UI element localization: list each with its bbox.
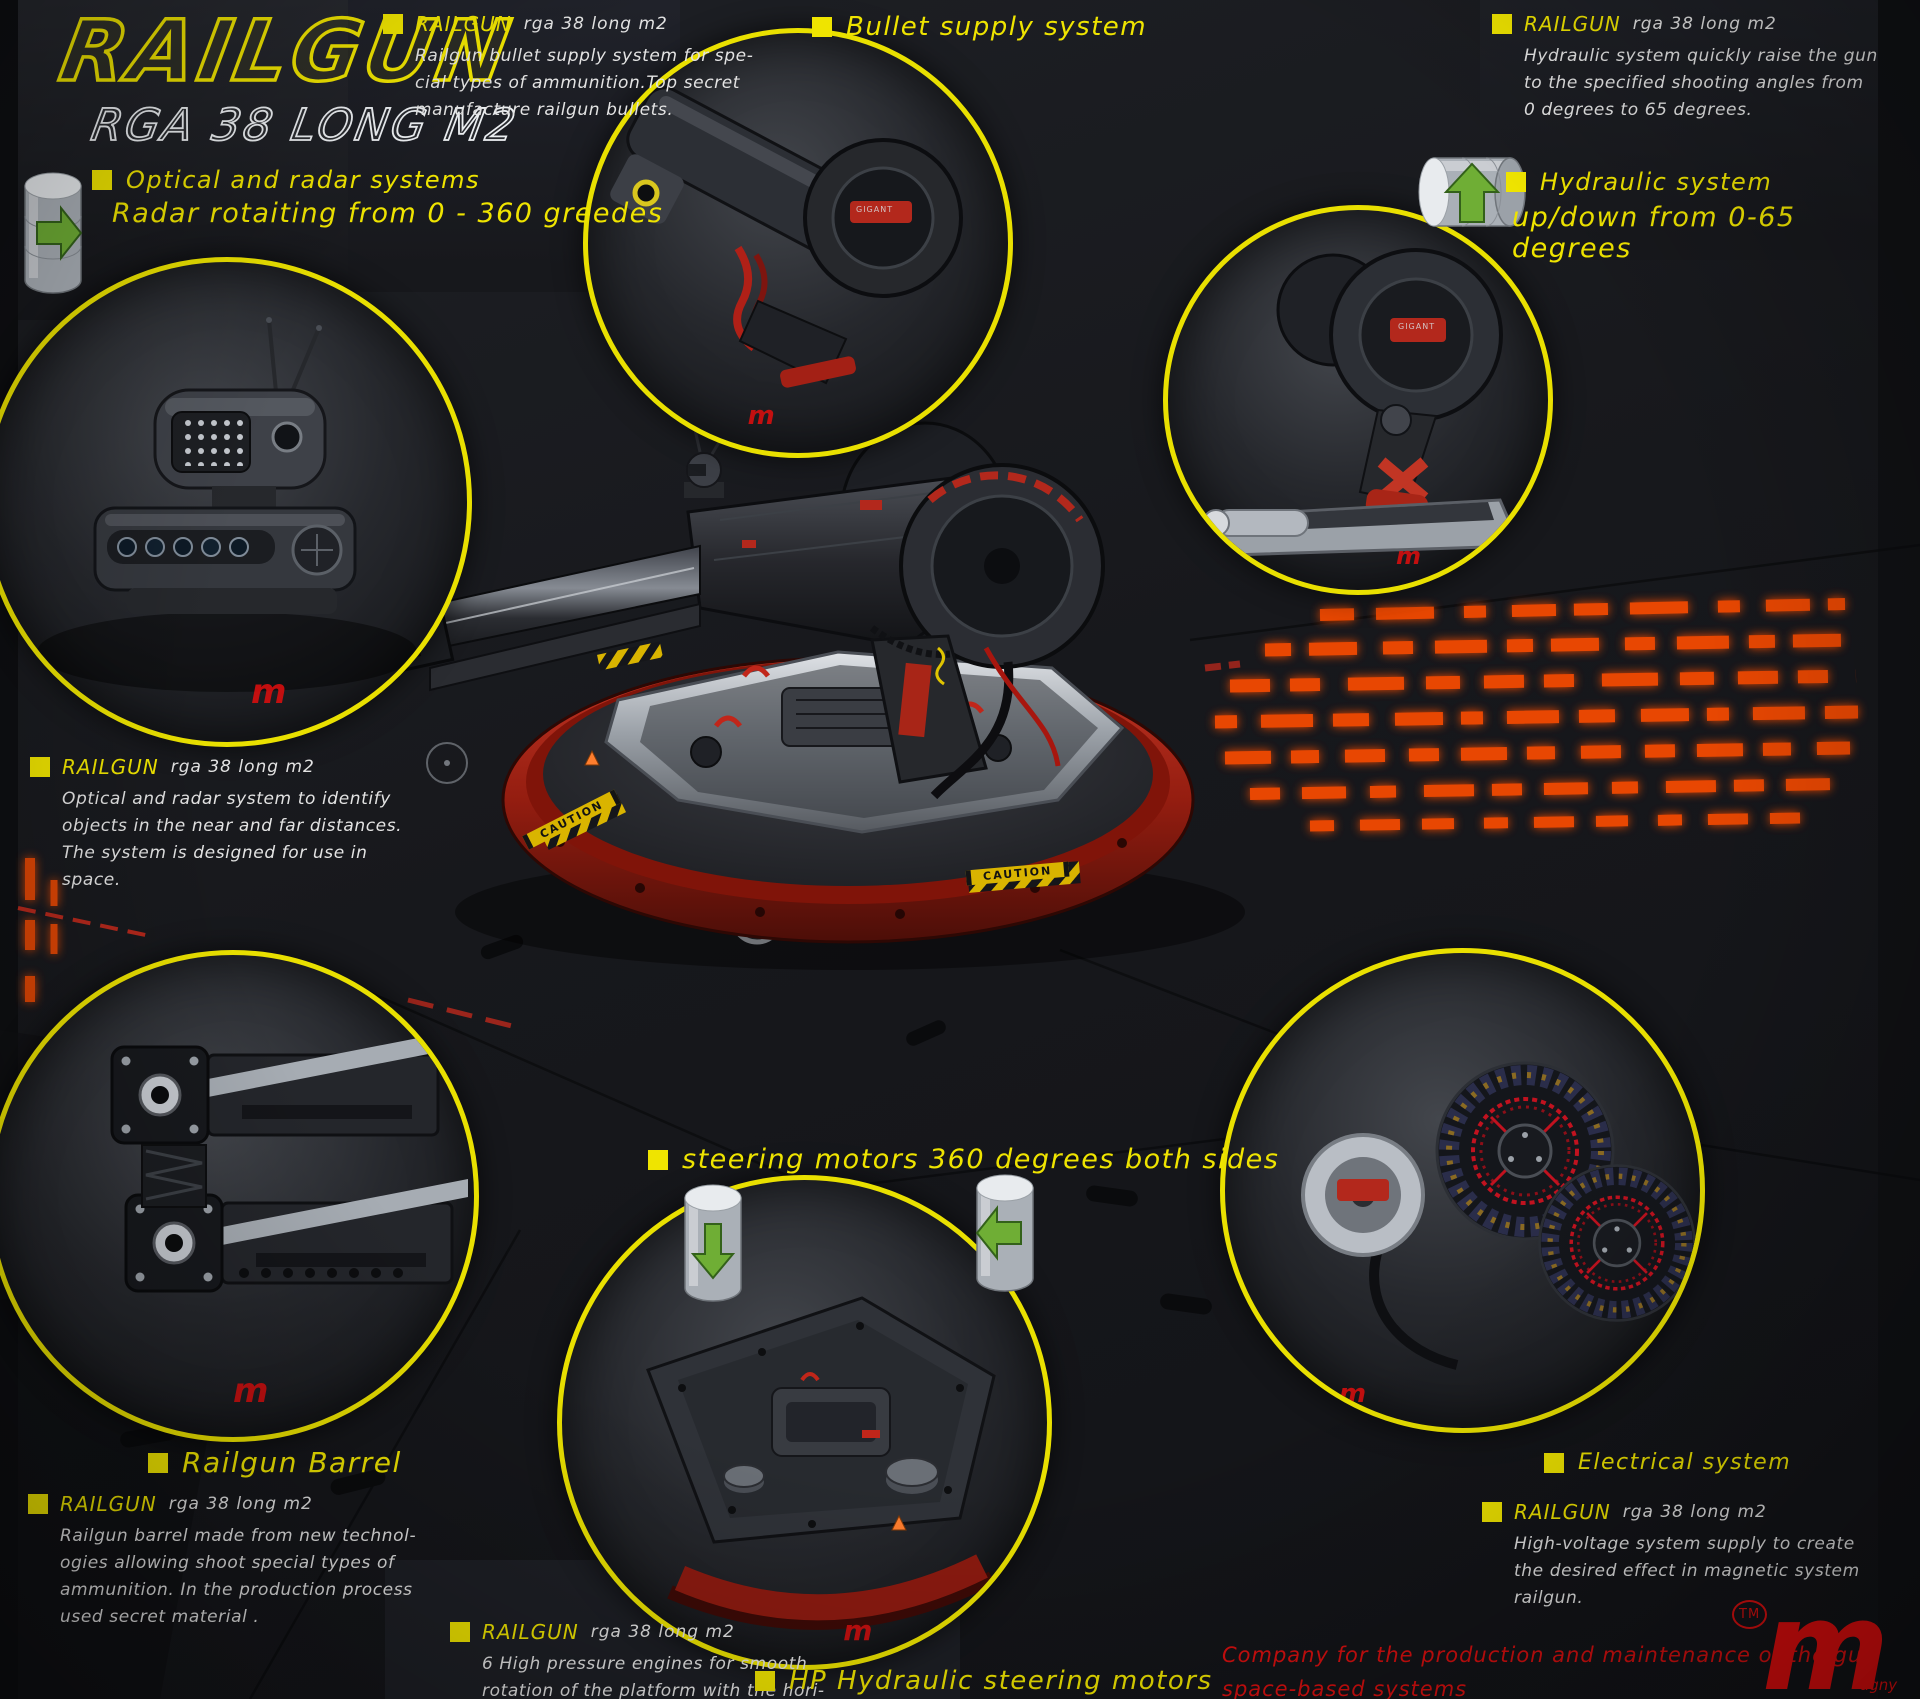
bullet-square-icon — [648, 1149, 668, 1170]
optical-render — [37, 317, 417, 692]
note-model: rga 38 long m2 — [1622, 1502, 1767, 1522]
note-body: 6 High pressure engines for smooth rotat… — [482, 1654, 825, 1699]
watermark-logo: m — [747, 400, 775, 431]
company-line1: Company for the production and maintenan… — [1222, 1643, 1877, 1667]
note-model: rga 38 long m2 — [168, 1494, 313, 1514]
circle-steering-motors: m — [557, 1175, 1052, 1670]
note-electrical: RAILGUN rga 38 long m2 High-voltage syst… — [1482, 1500, 1860, 1612]
note-brand: RAILGUN — [60, 1492, 157, 1516]
note-body: Hydraulic system quickly raise the gun t… — [1524, 46, 1878, 120]
watermark-logo: m — [843, 1613, 873, 1647]
cable-black — [930, 661, 1014, 800]
left-orange-dashes — [25, 858, 58, 1002]
gigant-label: GIGANT — [1398, 322, 1436, 331]
bullet-square-icon — [1492, 14, 1512, 34]
caption-optical-sub: Radar rotaiting from 0 - 360 greedes — [112, 198, 664, 229]
caption-label: Optical and radar systems — [126, 166, 480, 194]
logo-letter: m — [1762, 1576, 1890, 1699]
bullet-square-icon — [30, 757, 50, 777]
bullet-square-icon — [28, 1494, 48, 1514]
note-hydraulic: RAILGUN rga 38 long m2 Hydraulic system … — [1492, 12, 1878, 124]
cable-red — [983, 646, 1061, 767]
note-model: rga 38 long m2 — [523, 14, 668, 34]
right-edge-strip — [1878, 0, 1920, 1699]
caption-label: Hydraulic system — [1540, 168, 1773, 196]
circle-optical-radar: m — [0, 257, 472, 747]
steering-render — [646, 1296, 996, 1630]
database-cylinder-arrow-right-icon — [24, 172, 83, 294]
bullet-supply-render — [610, 86, 963, 388]
note-brand: RAILGUN — [62, 755, 159, 779]
caption-hydraulic: Hydraulic system — [1506, 168, 1772, 196]
note-steering-motors: RAILGUN rga 38 long m2 6 High pressure e… — [450, 1620, 825, 1699]
gigant-label: GIGANT — [856, 205, 894, 214]
circle-electrical: m — [1220, 948, 1705, 1433]
bullet-square-icon — [383, 14, 403, 34]
caption-label: HP Hydraulic steering motors — [789, 1666, 1213, 1696]
brand-logo: TM m agny — [1732, 1586, 1902, 1699]
circle-hydraulic: GIGANT m — [1163, 205, 1553, 595]
bullet-square-icon — [450, 1622, 470, 1642]
bullet-square-icon — [1482, 1502, 1502, 1522]
caption-bullet-supply: Bullet supply system — [812, 12, 1147, 42]
caption-hp-hydraulic: HP Hydraulic steering motors — [755, 1666, 1213, 1696]
barrel-render — [110, 1031, 474, 1437]
watermark-logo: m — [251, 671, 287, 712]
caption-railgun-barrel: Railgun Barrel — [148, 1446, 402, 1479]
note-railgun-barrel: RAILGUN rga 38 long m2 Railgun barrel ma… — [28, 1492, 416, 1631]
watermark-logo: m — [1396, 542, 1422, 571]
circle-railgun-barrel: m — [0, 950, 479, 1442]
company-line2: space-based systems — [1222, 1677, 1468, 1699]
note-brand: RAILGUN — [482, 1620, 579, 1644]
bullet-square-icon — [1506, 172, 1526, 192]
caption-label: Electrical system — [1578, 1450, 1792, 1475]
note-brand: RAILGUN — [415, 12, 512, 36]
note-body: Railgun barrel made from new technol- og… — [60, 1526, 417, 1627]
caption-hydraulic-sub: up/down from 0-65 degrees — [1512, 202, 1796, 264]
watermark-logo: m — [1339, 1378, 1367, 1409]
caption-electrical: Electrical system — [1544, 1450, 1791, 1475]
note-bullet-supply: RAILGUN rga 38 long m2 Railgun bullet su… — [383, 12, 753, 124]
caption-steering-motors: steering motors 360 degrees both sides — [648, 1144, 1279, 1175]
caption-label: Bullet supply system — [846, 12, 1148, 42]
logo-suffix: agny — [1860, 1676, 1898, 1694]
top-right-panel — [1480, 0, 1878, 260]
bullet-square-icon — [92, 170, 112, 190]
caption-optical-radar: Optical and radar systems — [92, 166, 480, 194]
bullet-square-icon — [755, 1671, 775, 1691]
gun-support — [870, 634, 988, 784]
caption-label: Railgun Barrel — [182, 1446, 402, 1479]
red-floor-marks — [17, 660, 1241, 1031]
database-cylinder-arrow-left-icon — [975, 1174, 1034, 1292]
note-model: rga 38 long m2 — [170, 757, 315, 777]
note-brand: RAILGUN — [1514, 1500, 1611, 1524]
note-model: rga 38 long m2 — [1632, 14, 1777, 34]
note-body: Optical and radar system to identify obj… — [62, 789, 403, 890]
note-body: High-voltage system supply to create the… — [1514, 1534, 1860, 1608]
electrical-render — [1225, 953, 1700, 1370]
bullet-square-icon — [812, 17, 832, 37]
note-brand: RAILGUN — [1524, 12, 1621, 36]
bullet-square-icon — [148, 1452, 168, 1473]
note-model: rga 38 long m2 — [590, 1622, 735, 1642]
database-cylinder-arrow-down-icon — [684, 1184, 742, 1302]
caption-label: steering motors 360 degrees both sides — [682, 1144, 1280, 1175]
bullet-square-icon — [1544, 1452, 1564, 1473]
note-optical-radar: RAILGUN rga 38 long m2 Optical and radar… — [30, 755, 402, 894]
note-body: Railgun bullet supply system for spe- ci… — [415, 46, 754, 120]
watermark-logo: m — [233, 1371, 269, 1412]
hydraulic-render — [1195, 248, 1523, 558]
trademark-icon: TM — [1732, 1600, 1768, 1629]
orange-glow-dashes — [1214, 598, 1859, 832]
circle-bullet-supply: GIGANT m — [583, 28, 1013, 458]
